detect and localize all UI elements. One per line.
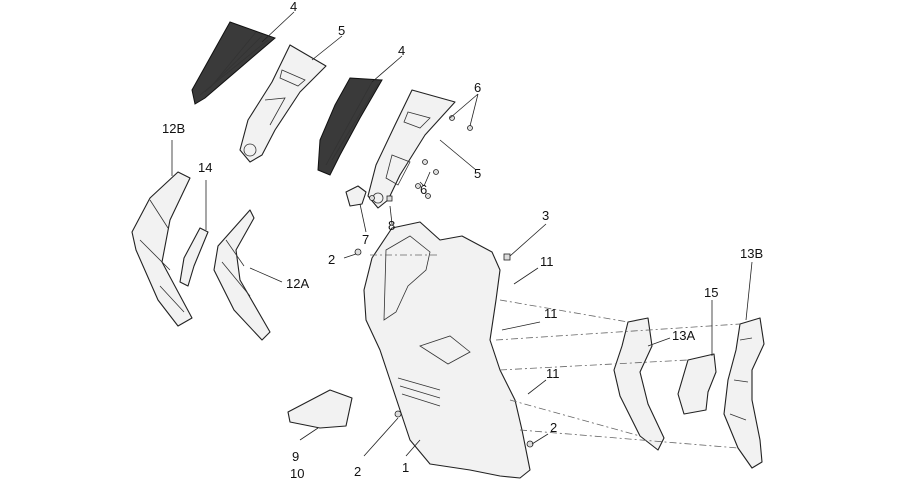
part-13a-cover [613,317,665,451]
assembly-dashed-lines [370,254,741,449]
callout-4-lower: 4 [398,43,405,58]
callout-2-left: 2 [328,252,335,267]
part-5-upper-frame [239,44,327,163]
part-9-emblem [287,389,353,429]
callout-labels: 4 5 4 6 5 12B 14 6 12A 7 8 3 2 11 11 13B… [162,0,763,481]
callout-10: 10 [290,466,304,481]
callout-6-upper: 6 [474,80,481,95]
callout-11-bottom: 11 [546,366,560,381]
callout-4-upper: 4 [290,0,297,14]
callout-1: 1 [402,460,409,475]
part-13b-cover [723,317,765,469]
callout-13b: 13B [740,246,763,261]
callout-3: 3 [542,208,549,223]
clip-3 [503,253,511,261]
part-4-upper-grille [191,21,276,105]
part-5-lower-frame [367,89,456,209]
callout-14: 14 [198,160,212,175]
screws-2 [354,248,534,448]
callout-12a: 12A [286,276,309,291]
callout-2-right: 2 [550,420,557,435]
part-12b-side-panel [131,171,193,327]
callout-11-top: 11 [540,254,554,269]
callout-15: 15 [704,285,718,300]
callout-6-lower: 6 [420,182,427,197]
screws-6 [415,115,473,199]
callout-11-mid: 11 [544,306,558,321]
callout-12b: 12B [162,121,185,136]
callout-8: 8 [388,218,395,233]
leader-lines [171,11,753,457]
part-1-front-shield [363,221,531,479]
callout-9: 9 [292,449,299,464]
callout-5-upper: 5 [338,23,345,38]
callout-13a: 13A [672,328,695,343]
part-12a-side-panel [213,209,271,341]
part-14-bracket [179,227,209,287]
callout-7: 7 [362,232,369,247]
part-7-8-bracket [345,185,393,207]
part-4-lower-grille [317,77,383,176]
callout-5-lower: 5 [474,166,481,181]
callout-2-bottom: 2 [354,464,361,479]
part-15-light [677,353,717,415]
